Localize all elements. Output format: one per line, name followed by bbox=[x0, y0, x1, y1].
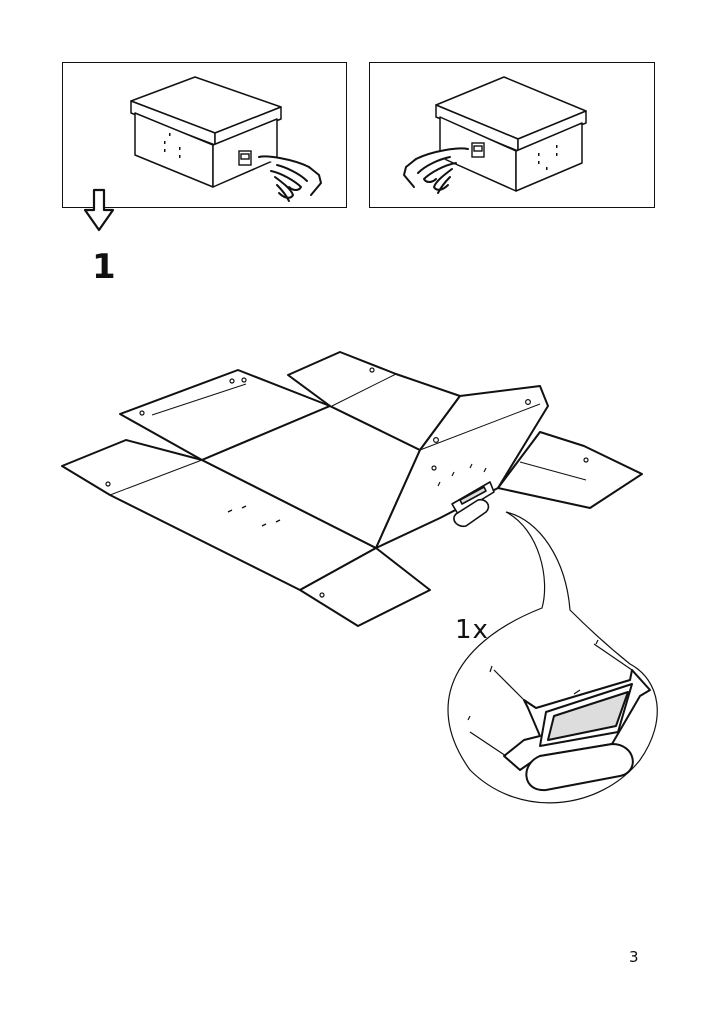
page-number: 3 bbox=[629, 948, 639, 966]
pointing-hand-icon bbox=[258, 155, 322, 202]
step-number: 1 bbox=[92, 247, 116, 287]
metal-label-holder-detail-icon bbox=[503, 669, 651, 792]
metal-label-holder-icon bbox=[451, 481, 495, 528]
quantity-label: 1x bbox=[455, 615, 489, 645]
panel-right-upright bbox=[375, 385, 549, 549]
instruction-panel-press-right bbox=[62, 62, 347, 208]
hollow-down-arrow-icon bbox=[83, 188, 115, 232]
label-holder-icon bbox=[471, 142, 485, 158]
label-holder-icon bbox=[238, 150, 252, 166]
unfolded-box-illustration bbox=[61, 351, 658, 804]
flap-right bbox=[497, 431, 643, 509]
pointing-hand-icon bbox=[403, 147, 469, 194]
box-with-hand-illustration bbox=[130, 76, 322, 202]
instruction-panel-press-left bbox=[369, 62, 655, 208]
box-with-hand-illustration bbox=[403, 76, 587, 194]
